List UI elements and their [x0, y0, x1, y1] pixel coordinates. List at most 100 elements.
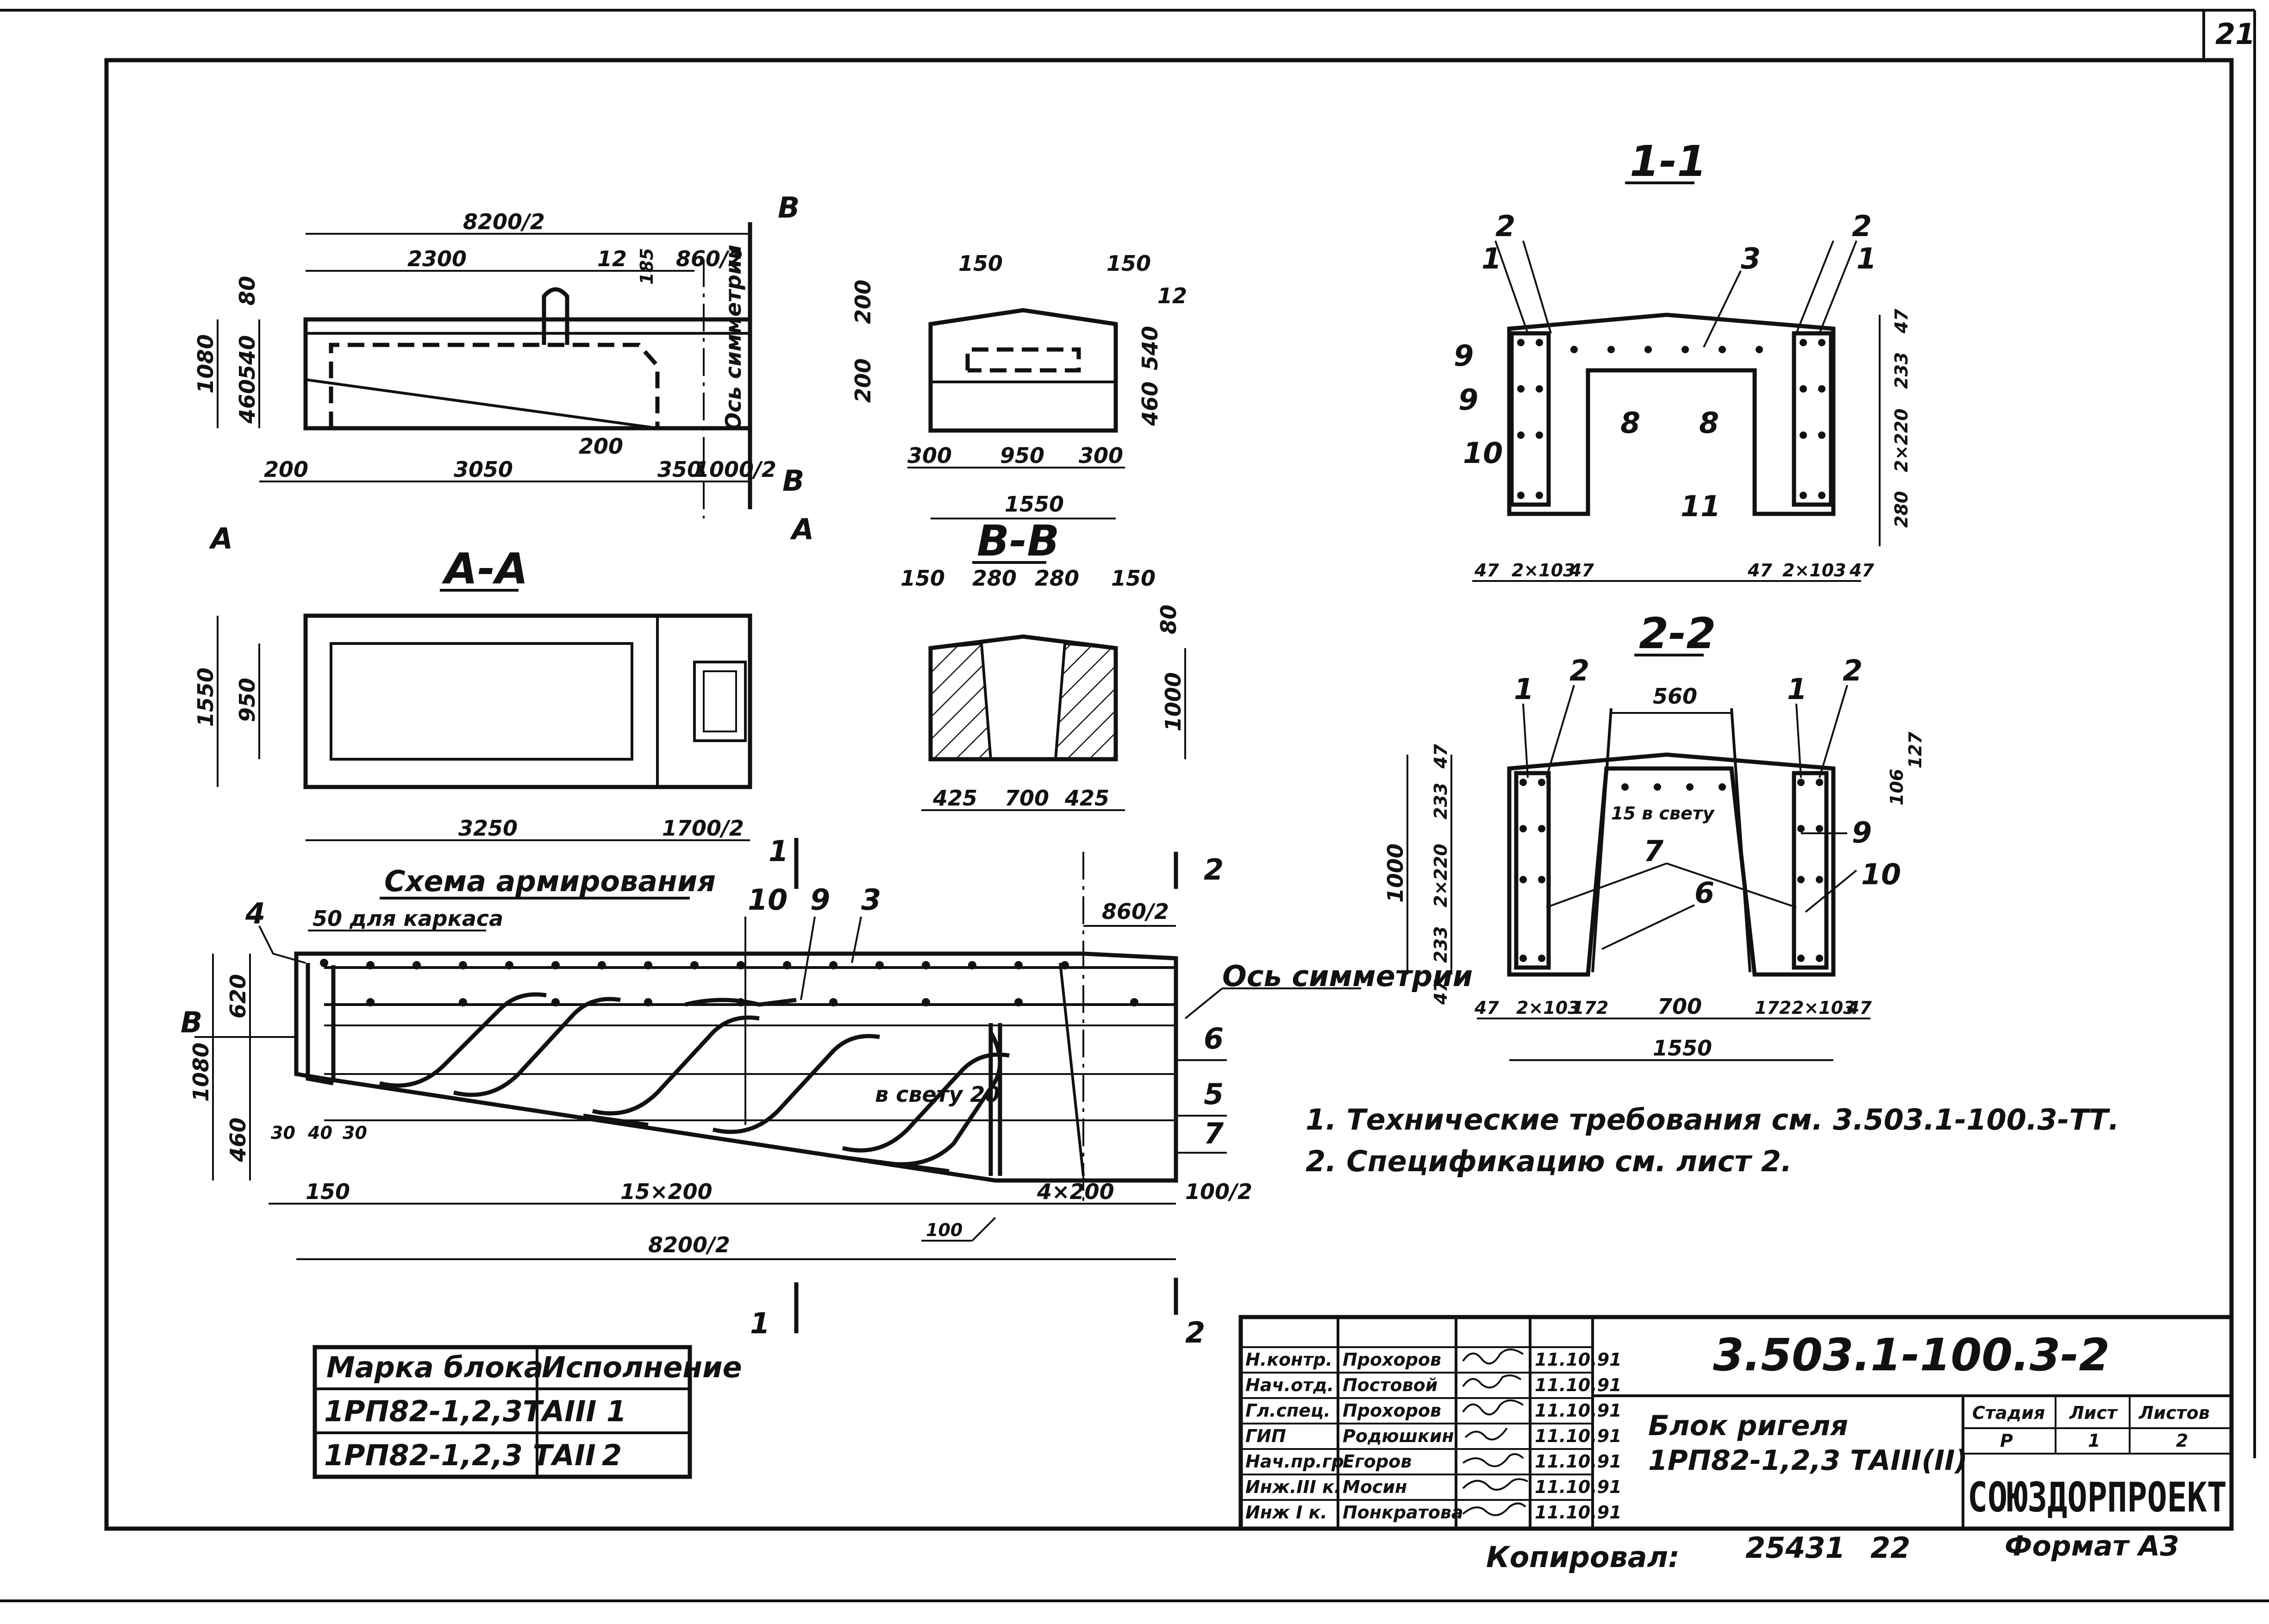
- dim-11-b47c: 47: [1747, 560, 1772, 581]
- signer-role-1: Н.контр.: [1245, 1349, 1332, 1370]
- dim-22-b172b: 172: [1755, 998, 1791, 1018]
- mark-11-8b: 8: [1699, 406, 1719, 440]
- sheet-label: Лист: [2069, 1403, 2118, 1423]
- dim-end-300a: 300: [907, 443, 952, 468]
- rmark-4: 4: [245, 897, 265, 931]
- dim-22-b47a: 47: [1474, 998, 1499, 1018]
- marks-header-exec: Исполнение: [542, 1350, 742, 1384]
- marks-row2-mark: 1РП82-1,2,3 ТАII: [324, 1438, 596, 1472]
- note-2: 2. Спецификацию см. лист 2.: [1306, 1144, 1792, 1178]
- mark-11-1a: 1: [1481, 242, 1501, 275]
- footer: Копировал: 25431 22 Формат А3: [1486, 1530, 2179, 1574]
- dim-end-150a: 150: [958, 251, 1003, 276]
- dim-11-2x220: 2×220: [1891, 408, 1912, 472]
- dim-end-12: 12: [1157, 283, 1187, 308]
- sheets-value: 2: [2176, 1430, 2188, 1451]
- signer-role-7: Инж I к.: [1245, 1502, 1327, 1523]
- mark-22-1b: 1: [1787, 672, 1807, 706]
- dim-front-200b: 200: [579, 434, 623, 459]
- dim-11-b2x103a: 2×103: [1512, 560, 1575, 581]
- dim-11-b2x103b: 2×103: [1782, 560, 1846, 581]
- dim-bb-80: 80: [1156, 605, 1181, 634]
- signer-name-6: Мосин: [1343, 1477, 1407, 1497]
- mark-11-2b: 2: [1852, 209, 1872, 243]
- axis-label-scheme: Ось симметрии: [1222, 959, 1473, 993]
- dim-22-h2x220: 2×220: [1431, 843, 1451, 907]
- mark-11-11: 11: [1681, 489, 1720, 523]
- dim-front-200a: 200: [264, 457, 308, 482]
- mark-11-1b: 1: [1856, 242, 1876, 275]
- dim-bb-425a: 425: [932, 786, 977, 811]
- dim-22-h1000: 1000: [1383, 843, 1408, 903]
- mark-22-10: 10: [1861, 857, 1901, 891]
- dim-scheme-30b: 30: [343, 1123, 367, 1143]
- dim-22-b2x103b: 2×103: [1792, 998, 1856, 1018]
- section-11-title: 1-1: [1630, 137, 1706, 186]
- mark-22-6: 6: [1694, 876, 1714, 910]
- signer-role-3: Гл.спец.: [1245, 1400, 1331, 1421]
- item-name: Блок ригеля: [1648, 1410, 1848, 1442]
- clear-label-22: 15 в свету: [1611, 803, 1715, 824]
- dim-11-b47d: 47: [1849, 560, 1874, 581]
- dim-end-950: 950: [1000, 443, 1044, 468]
- sheets-label: Листов: [2138, 1403, 2210, 1423]
- dim-bb-700: 700: [1005, 786, 1049, 811]
- signer-name-2: Постовой: [1343, 1375, 1438, 1395]
- sheet-number: 21: [2215, 17, 2255, 51]
- dim-front-total: 8200/2: [463, 209, 545, 234]
- mark-22-2b: 2: [1843, 654, 1863, 687]
- dim-11-233: 233: [1891, 352, 1912, 389]
- dim-scheme-8200: 8200/2: [648, 1232, 730, 1257]
- section-11: 1-1 2 1 3 2 1 9 9 8 8 10 11 47 233 2×220…: [1454, 137, 1912, 582]
- doc-code: 3.503.1-100.3-2: [1713, 1329, 2110, 1381]
- rmark-860: 860/2: [1102, 899, 1169, 924]
- dim-front-460: 460: [235, 379, 260, 424]
- dim-front-3050: 3050: [454, 457, 513, 482]
- dim-aa-3250: 3250: [458, 816, 518, 841]
- dim-22-r127: 127: [1905, 731, 1925, 768]
- signer-date-1: 11.10.91: [1535, 1349, 1622, 1370]
- archive-number: 25431: [1745, 1531, 1845, 1565]
- mark-22-9: 9: [1852, 816, 1872, 849]
- dim-22-b1550: 1550: [1653, 1036, 1712, 1061]
- cut-b-bottom: В: [782, 464, 804, 498]
- signer-name-5: Егоров: [1343, 1451, 1412, 1472]
- signatures: [1462, 1349, 1528, 1516]
- signer-date-6: 11.10.91: [1535, 1477, 1622, 1497]
- dim-scheme-100b: 100: [926, 1220, 963, 1240]
- dim-end-1550: 1550: [1005, 492, 1064, 517]
- dim-scheme-30a: 30: [271, 1123, 295, 1143]
- section-bb: В-В 150 280 280 150 80 1000 425 700 425: [900, 516, 1186, 811]
- cut-1-top: 1: [769, 834, 788, 868]
- signer-date-7: 11.10.91: [1535, 1502, 1622, 1523]
- dim-front-350: 350: [657, 457, 702, 482]
- dim-end-540: 540: [1138, 326, 1163, 370]
- dim-22-b47b: 47: [1847, 998, 1872, 1018]
- cut-a-left: А: [208, 522, 233, 556]
- cut-b-scheme: В: [181, 1006, 202, 1039]
- signer-name-3: Прохоров: [1343, 1400, 1441, 1421]
- page-number: 22: [1870, 1531, 1910, 1565]
- title-block: Н.контр. Прохоров 11.10.91 Нач.отд. Пост…: [1238, 1315, 2234, 1531]
- dim-22-h47a: 47: [1431, 744, 1451, 769]
- signer-date-2: 11.10.91: [1535, 1375, 1622, 1395]
- dim-front-80: 80: [235, 276, 260, 306]
- mark-11-9b: 9: [1458, 383, 1478, 417]
- copied-label: Копировал:: [1486, 1540, 1680, 1574]
- dim-22-h233b: 233: [1431, 926, 1451, 963]
- dim-front-1000: 1000/2: [694, 457, 776, 482]
- dim-front-2300: 2300: [407, 246, 467, 271]
- section-22-title: 2-2: [1639, 609, 1716, 658]
- mark-11-9a: 9: [1454, 339, 1474, 373]
- dim-22-b2x103a: 2×103: [1516, 998, 1580, 1018]
- marks-header-mark: Марка блока: [326, 1350, 544, 1384]
- dim-end-150b: 150: [1106, 251, 1151, 276]
- signer-role-5: Нач.пр.гр.: [1245, 1451, 1350, 1472]
- dim-bb-425b: 425: [1064, 786, 1109, 811]
- dim-aa-1550: 1550: [193, 668, 218, 727]
- dim-bb-150b: 150: [1111, 566, 1156, 591]
- mark-22-7: 7: [1644, 834, 1664, 868]
- format-label: Формат А3: [2005, 1530, 2179, 1562]
- reinforcement-scheme: Схема армирования 50 для каркаса 4 10 9: [181, 834, 1473, 1349]
